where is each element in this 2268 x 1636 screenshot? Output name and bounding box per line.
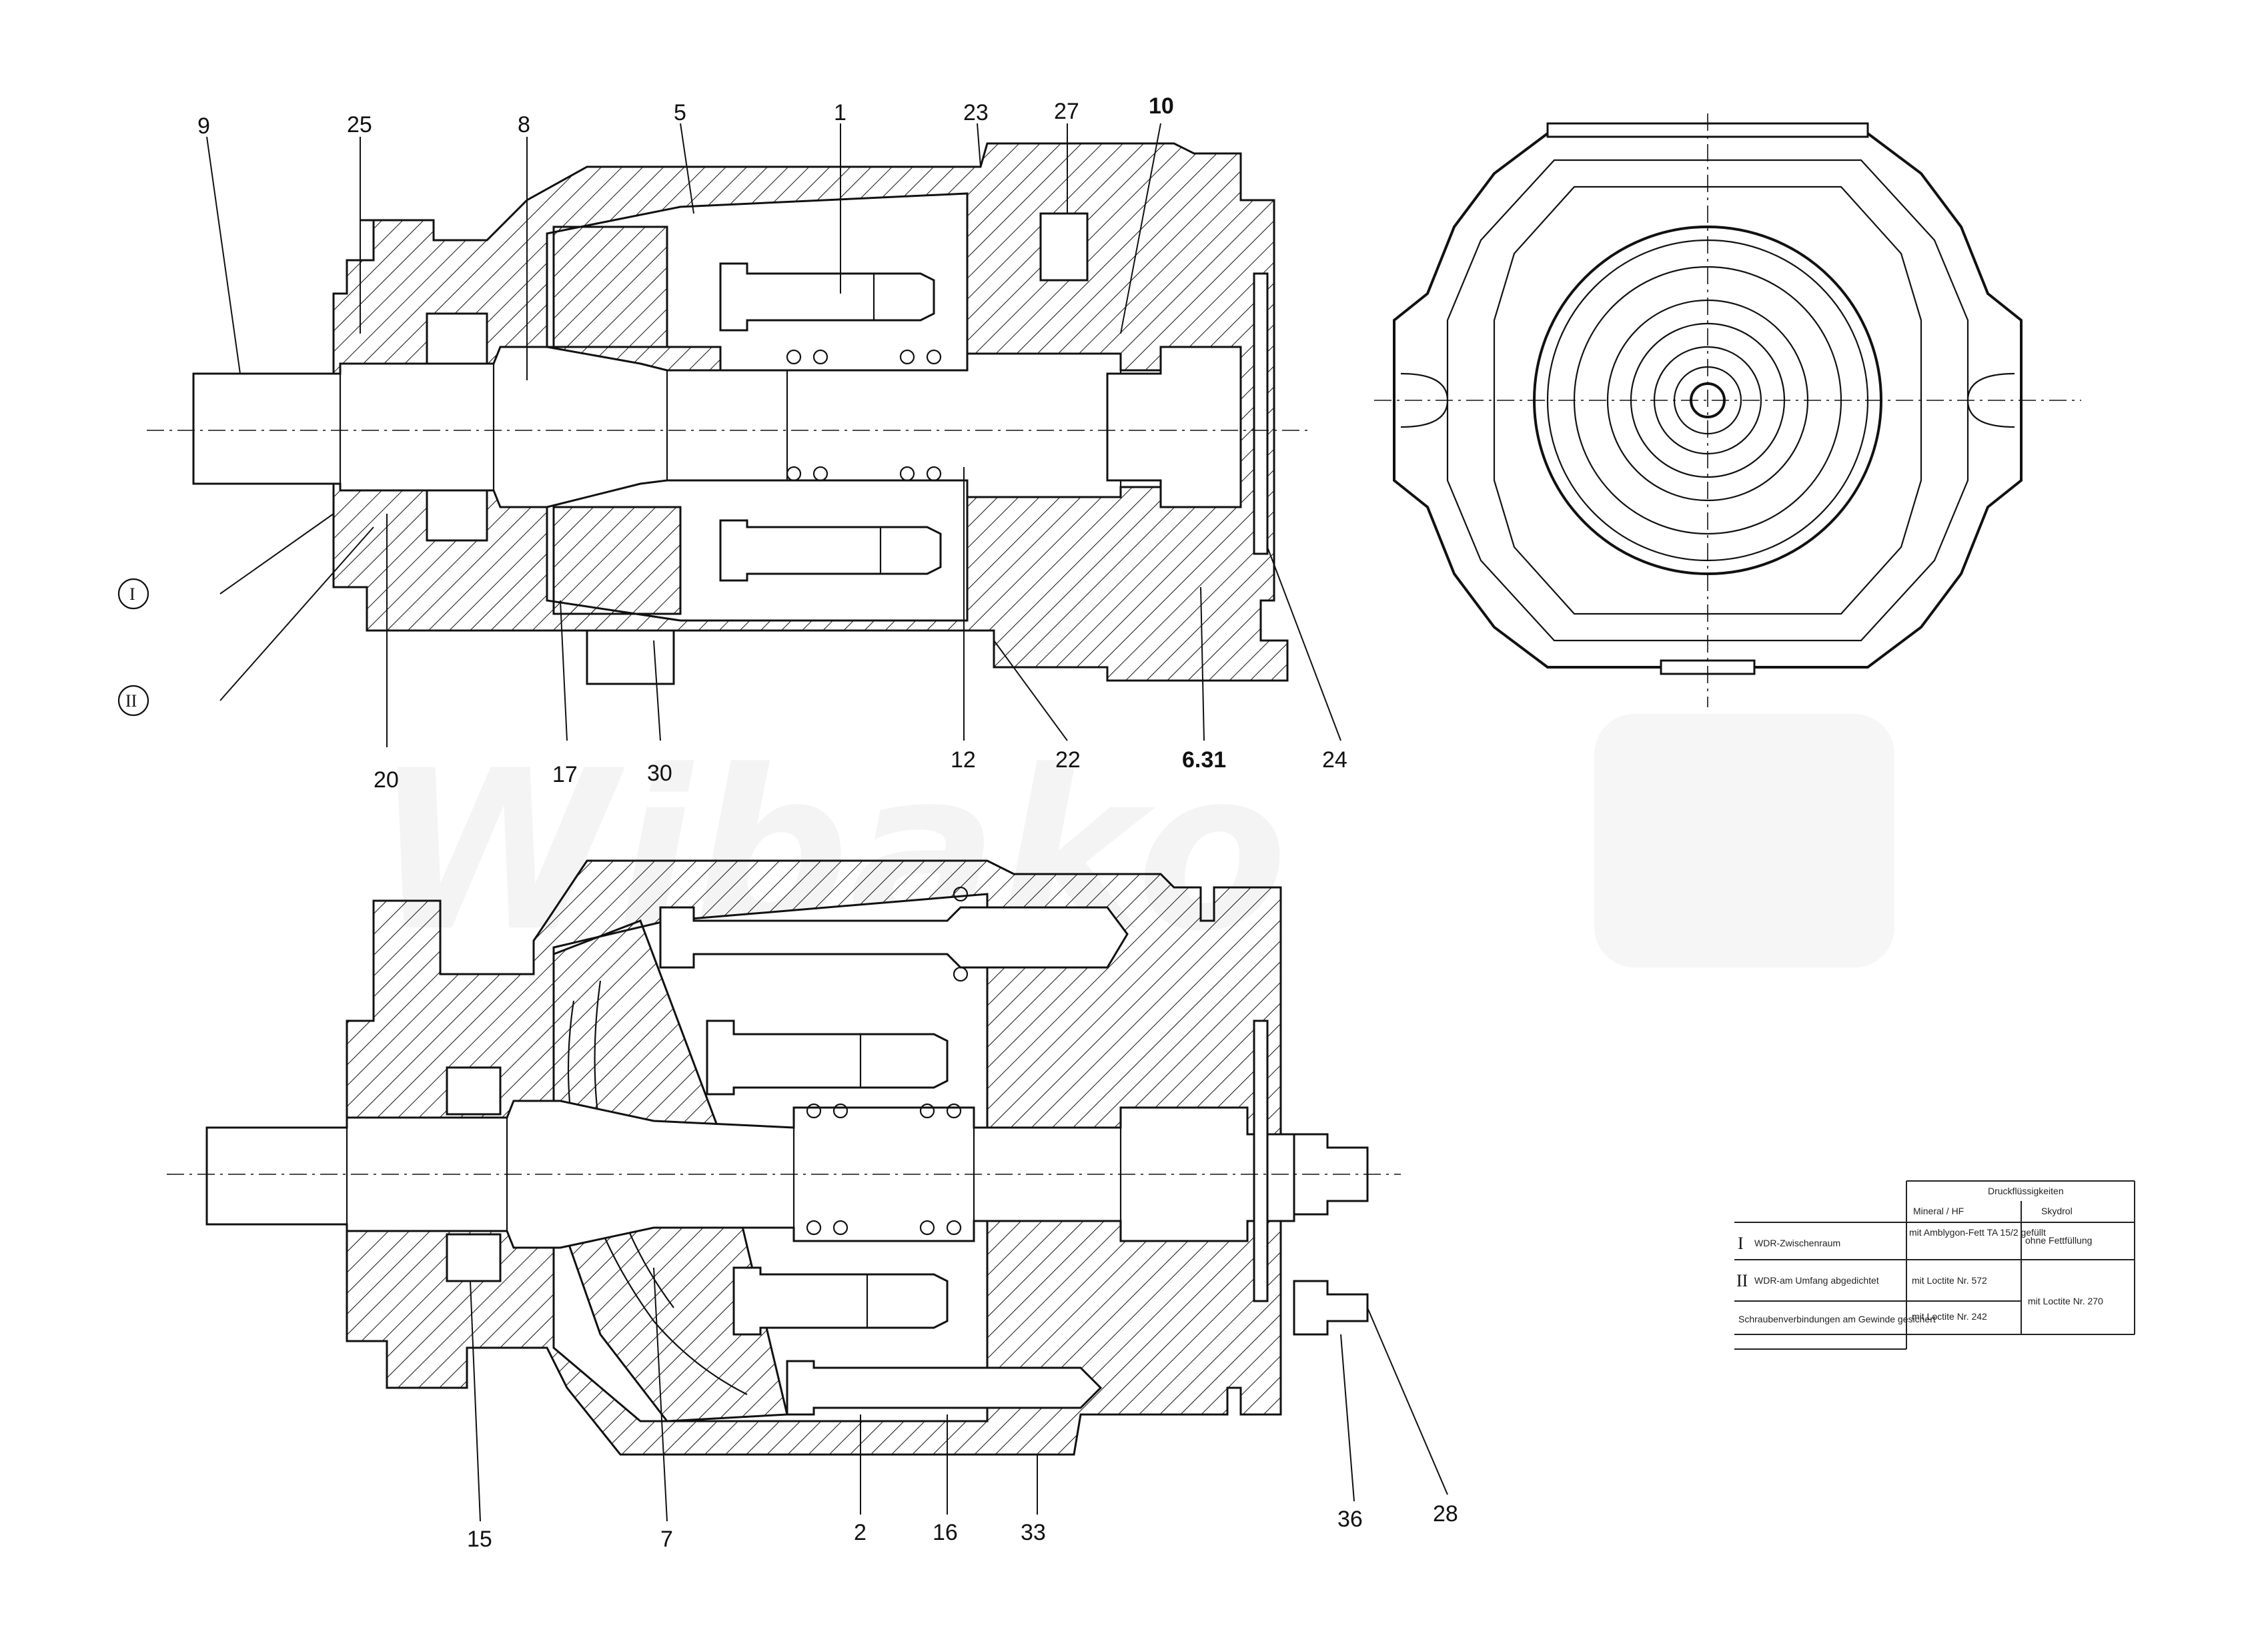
callout-1: 1 bbox=[834, 100, 846, 125]
bottom-plug-upper bbox=[1293, 1133, 1369, 1216]
legend-row1-label: WDR-Zwischenraum bbox=[1754, 1238, 1840, 1248]
legend-row3-col1: mit Loctite Nr. 242 bbox=[1912, 1311, 1987, 1322]
bottom-control-piston bbox=[659, 906, 1129, 969]
callout-8: 8 bbox=[518, 112, 530, 137]
bottom-plug-36 bbox=[1293, 1280, 1369, 1336]
callout-22: 22 bbox=[1055, 747, 1081, 773]
legend-row2-col1: mit Loctite Nr. 572 bbox=[1912, 1275, 1987, 1286]
top-bearing-lower bbox=[426, 489, 488, 542]
bottom-end-plate bbox=[1253, 1019, 1269, 1302]
top-swash-block-lower bbox=[552, 506, 682, 615]
top-end-shaft bbox=[1106, 346, 1242, 508]
top-fitting-27 bbox=[1039, 212, 1089, 282]
callout-27: 27 bbox=[1054, 99, 1079, 124]
end-view-outline bbox=[1393, 132, 2023, 669]
top-springs bbox=[786, 349, 942, 482]
top-end-plate bbox=[1253, 272, 1269, 555]
top-swash-block-upper bbox=[552, 226, 668, 348]
top-fitting-30 bbox=[586, 629, 675, 685]
bottom-bearing-upper bbox=[446, 1066, 502, 1116]
callout-7: 7 bbox=[660, 1527, 673, 1552]
top-piston-lower bbox=[719, 519, 942, 582]
leader-lines bbox=[117, 123, 1448, 1522]
callout-28: 28 bbox=[1433, 1501, 1458, 1527]
bottom-section-view bbox=[167, 859, 1401, 1456]
marker-II: II bbox=[125, 691, 137, 711]
callout-24: 24 bbox=[1322, 747, 1347, 773]
legend-row1-col2: ohne Fettfüllung bbox=[2025, 1235, 2092, 1246]
bottom-adjust-piston bbox=[786, 1360, 1103, 1416]
watermark-logo-box bbox=[1594, 714, 1894, 967]
top-section-view bbox=[147, 142, 1307, 685]
legend-group-header: Druckflüssigkeiten bbox=[1988, 1186, 2064, 1196]
callout-30: 30 bbox=[647, 761, 672, 786]
callout-2: 2 bbox=[854, 1520, 867, 1545]
callout-17: 17 bbox=[552, 762, 578, 787]
legend-row2-label: WDR-am Umfang abgedichtet bbox=[1754, 1275, 1879, 1286]
callouts-top: 9 25 8 5 1 23 27 10 20 17 30 12 22 6.31 … bbox=[125, 93, 1347, 793]
callout-16: 16 bbox=[933, 1520, 958, 1545]
callouts-bottom: 15 7 2 16 33 36 28 bbox=[467, 1501, 1458, 1552]
callout-6.31: 6.31 bbox=[1182, 747, 1226, 773]
callout-20: 20 bbox=[374, 767, 399, 793]
legend-col1-header: Mineral / HF bbox=[1913, 1206, 1964, 1216]
bottom-piston-upper bbox=[706, 1019, 949, 1096]
marker-I: I bbox=[129, 584, 135, 604]
callout-9: 9 bbox=[197, 113, 210, 139]
marker-I-circle bbox=[117, 578, 149, 610]
end-view bbox=[1374, 113, 2081, 707]
callout-23: 23 bbox=[963, 100, 989, 125]
callout-12: 12 bbox=[951, 747, 976, 773]
callout-25: 25 bbox=[347, 112, 372, 137]
legend-row1-marker: I bbox=[1738, 1234, 1744, 1253]
bottom-springs bbox=[806, 886, 969, 1236]
top-piston-upper bbox=[719, 262, 935, 332]
legend-row2-col2: mit Loctite Nr. 270 bbox=[2028, 1296, 2103, 1306]
callout-5: 5 bbox=[674, 100, 686, 125]
callout-36: 36 bbox=[1337, 1507, 1363, 1532]
fluid-legend-table: Druckflüssigkeiten Mineral / HF Skydrol … bbox=[1734, 1180, 2135, 1350]
legend-col2-header: Skydrol bbox=[2041, 1206, 2073, 1216]
bottom-bearing-lower bbox=[446, 1233, 502, 1282]
marker-II-circle bbox=[117, 685, 149, 717]
legend-row1-col1: mit Amblygon-Fett TA 15/2 gefüllt bbox=[1909, 1227, 2046, 1238]
bottom-piston-lower bbox=[732, 1266, 949, 1336]
legend-row3-label: Schraubenverbindungen am Gewinde gesiche… bbox=[1738, 1314, 1936, 1324]
callout-33: 33 bbox=[1021, 1520, 1046, 1545]
top-bearing-upper bbox=[426, 312, 488, 365]
callout-10: 10 bbox=[1149, 93, 1174, 119]
legend-row2-marker: II bbox=[1736, 1271, 1748, 1290]
callout-15: 15 bbox=[467, 1527, 492, 1552]
